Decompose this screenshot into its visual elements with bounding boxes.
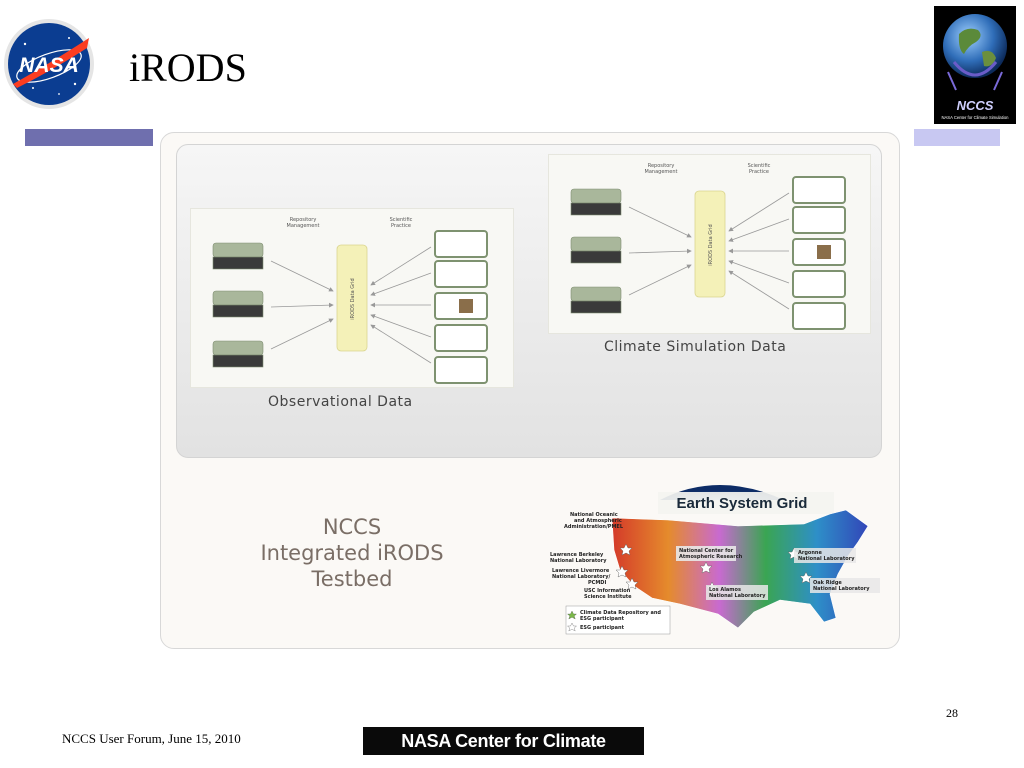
testbed-line-2: Integrated iRODS xyxy=(260,541,444,565)
decor-bar-right xyxy=(914,129,1000,146)
footer-logo: NASA Center for Climate Simulation xyxy=(363,727,644,768)
obs-grid-label: iRODS Data Grid xyxy=(350,278,356,319)
label-llnl-1: Lawrence Livermore xyxy=(552,568,610,574)
legend-star-outline-icon xyxy=(567,622,577,632)
testbed-line-3: Testbed xyxy=(311,567,393,591)
label-lbnl-1: Lawrence Berkeley xyxy=(550,552,604,558)
label-lbnl-2: National Laboratory xyxy=(550,558,607,564)
data-grid-box xyxy=(336,244,368,352)
observational-diagram: Repository Management Scientific Practic… xyxy=(212,217,488,384)
climate-caption: Climate Simulation Data xyxy=(604,339,787,355)
nasa-logo: NASA xyxy=(4,19,94,109)
label-lanl-2: National Laboratory xyxy=(709,593,766,599)
obs-col-sci-1: Scientific xyxy=(390,217,413,223)
nccs-logo: NCCS NASA Center for Climate Simulation xyxy=(934,6,1016,124)
legend-star-icon xyxy=(567,610,577,620)
decor-bar-left xyxy=(25,129,153,146)
screen-icon xyxy=(434,230,488,384)
slide-title: iRODS xyxy=(129,45,247,90)
clim-col-sci-1: Scientific xyxy=(748,163,771,169)
nccs-logo-text: NCCS xyxy=(957,98,994,113)
label-noaa-2: and Atmospheric xyxy=(574,518,622,524)
label-ornl-2: National Laboratory xyxy=(813,586,870,592)
label-ncar-1: National Center for xyxy=(679,548,734,554)
testbed-line-1: NCCS xyxy=(322,515,382,539)
page-number: 28 xyxy=(946,706,958,720)
legend-item1-2: ESG participant xyxy=(580,616,625,622)
obs-col-repo-1: Repository xyxy=(290,217,317,223)
server-icon xyxy=(570,188,622,314)
obs-arrows xyxy=(270,246,432,364)
obs-col-sci-2: Practice xyxy=(391,223,411,229)
label-argonne-1: Argonne xyxy=(798,550,822,556)
label-ncar-2: Atmospheric Research xyxy=(679,554,743,560)
observational-panel: Repository Management Scientific Practic… xyxy=(190,208,514,388)
label-noaa-1: National Oceanic xyxy=(570,512,618,518)
nccs-logo-subtext: NASA Center for Climate Simulation xyxy=(941,115,1009,120)
map-title: Earth System Grid xyxy=(677,495,808,512)
footer-text: NCCS User Forum, June 15, 2010 xyxy=(62,731,241,746)
us-map-shape xyxy=(611,509,869,629)
clim-grid-label: iRODS Data Grid xyxy=(708,224,714,265)
observational-caption: Observational Data xyxy=(268,394,413,410)
label-llnl-3: PCMDI xyxy=(588,580,606,586)
climate-diagram: Repository Management Scientific Practic… xyxy=(570,163,846,330)
legend-item2: ESG participant xyxy=(580,625,625,631)
label-lanl-1: Los Alamos xyxy=(709,587,741,593)
earth-system-grid-map: Earth System Grid National Oceanic and A… xyxy=(550,485,880,635)
map-labels: National Oceanic and Atmospheric Adminis… xyxy=(550,512,880,600)
clim-col-repo-2: Management xyxy=(645,169,678,175)
label-ornl-1: Oak Ridge xyxy=(813,580,842,586)
label-noaa-3: Administration/PMEL xyxy=(564,524,624,530)
legend-item1-1: Climate Data Repository and xyxy=(580,610,661,616)
label-usc-1: USC Information xyxy=(584,588,631,594)
label-usc-2: Science Institute xyxy=(584,594,632,600)
map-legend: Climate Data Repository and ESG particip… xyxy=(565,605,671,635)
obs-col-repo-2: Management xyxy=(287,223,320,229)
server-icon xyxy=(212,242,264,368)
clim-col-repo-1: Repository xyxy=(648,163,675,169)
clim-col-sci-2: Practice xyxy=(749,169,769,175)
label-llnl-2: National Laboratory/ xyxy=(552,574,610,580)
testbed-heading: NCCS Integrated iRODS Testbed xyxy=(226,514,478,592)
nasa-logo-text: NASA xyxy=(19,54,79,77)
clim-arrows xyxy=(628,192,790,310)
label-argonne-2: National Laboratory xyxy=(798,556,855,562)
data-grid-box xyxy=(694,190,726,298)
screen-icon xyxy=(792,176,846,330)
climate-panel: Repository Management Scientific Practic… xyxy=(548,154,871,334)
